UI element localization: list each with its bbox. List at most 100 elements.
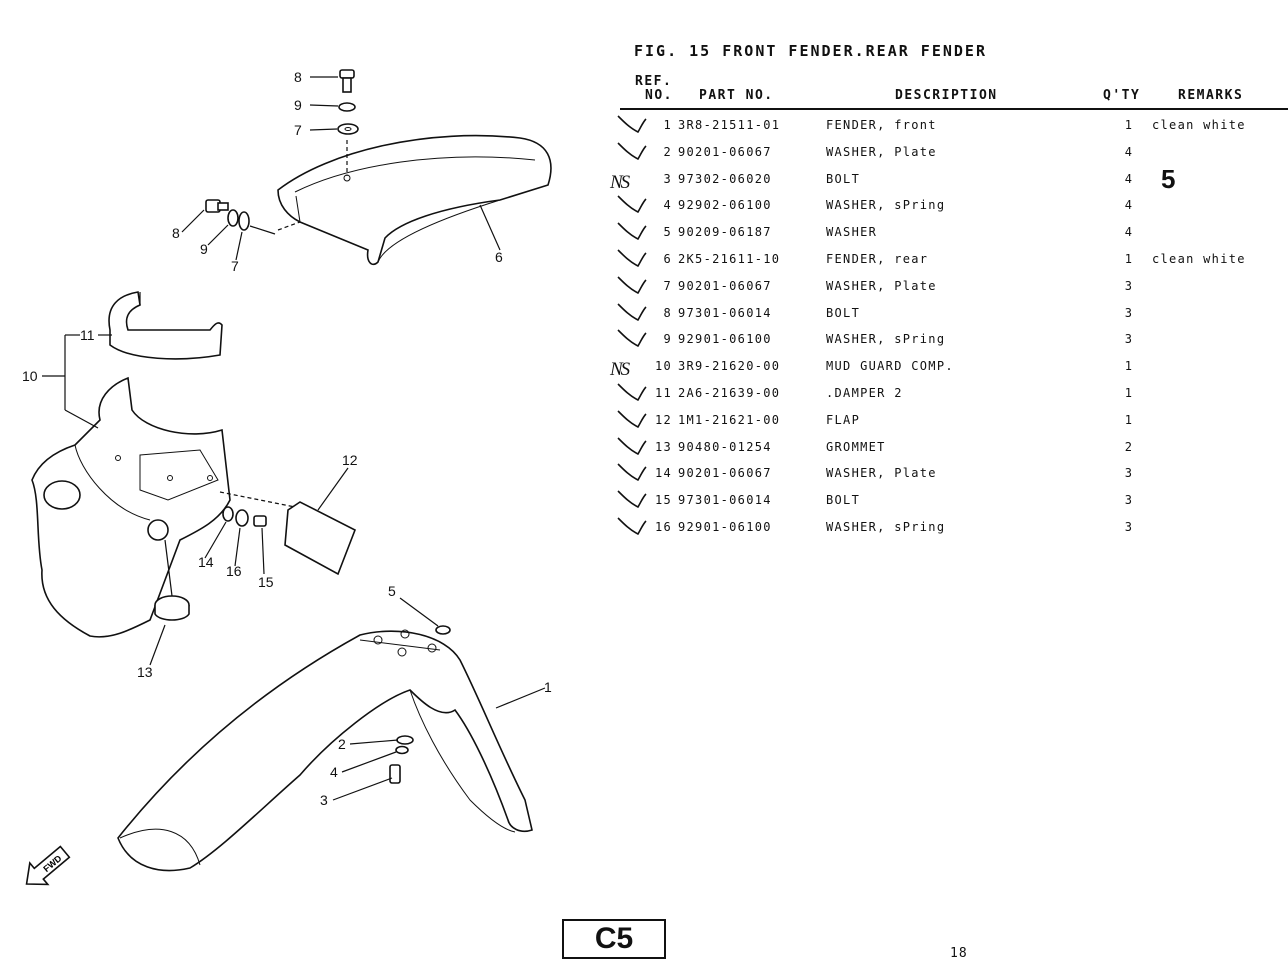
check-tick-icon [617, 249, 647, 268]
part-description: BOLT [826, 305, 861, 320]
ref-number: 10 [654, 359, 672, 374]
check-tick-icon [617, 437, 647, 455]
check-tick-icon [617, 329, 647, 348]
part-number: 1M1-21621-00 [678, 412, 781, 427]
ref-number: 12 [654, 412, 672, 427]
part-description: WASHER [826, 225, 878, 240]
page-number: 18 [950, 946, 968, 961]
ref-number: 13 [654, 439, 672, 454]
part-description: WASHER, Plate [826, 144, 937, 159]
side-fastener-stack [205, 199, 301, 235]
check-tick-icon [617, 195, 647, 214]
ns-mark: NS [610, 171, 630, 193]
check-tick-icon [617, 115, 647, 134]
check-tick-icon [617, 410, 647, 428]
part-description: WASHER, sPring [826, 520, 946, 534]
part-description: MUD GUARD COMP. [826, 359, 954, 374]
ref-number: 9 [663, 332, 672, 347]
part-remarks: clean white [1152, 252, 1246, 266]
part-number: 92901-06100 [678, 520, 772, 534]
callout-10: 10 [22, 368, 38, 384]
part-description: WASHER, Plate [826, 466, 937, 481]
part-quantity: 3 [1124, 332, 1134, 347]
part-quantity: 3 [1124, 466, 1134, 481]
ref-number: 1 [663, 118, 672, 132]
part-description: FENDER, front [826, 118, 937, 132]
part-number: 92901-06100 [678, 332, 772, 347]
ref-number: 3 [663, 171, 672, 186]
ref-number: 8 [663, 305, 672, 320]
part-number: 3R8-21511-01 [678, 118, 781, 132]
ref-number: 15 [654, 493, 672, 508]
part-description: GROMMET [826, 439, 886, 454]
header-part-no: PART NO. [699, 88, 774, 103]
part-quantity: 3 [1124, 493, 1134, 508]
ref-number: 11 [654, 386, 672, 400]
header-rule [620, 108, 1288, 110]
part-quantity: 3 [1124, 520, 1134, 534]
section-code-box: C5 [562, 919, 666, 959]
callout-15: 15 [258, 574, 274, 590]
callout-9-side: 9 [200, 241, 208, 257]
part-quantity: 4 [1124, 225, 1134, 240]
callout-5: 5 [388, 583, 396, 599]
callout-13: 13 [137, 664, 153, 680]
callout-8-side: 8 [172, 225, 180, 241]
part-quantity: 1 [1124, 359, 1134, 374]
part-description: WASHER, sPring [826, 332, 946, 347]
front-fender-fasteners [389, 625, 451, 784]
part-quantity: 4 [1124, 171, 1134, 186]
part-description: WASHER, sPring [826, 198, 946, 213]
front-fender-drawing [117, 629, 533, 872]
part-remarks: clean white [1152, 118, 1246, 132]
part-description: .DAMPER 2 [826, 386, 903, 400]
callout-3: 3 [320, 792, 328, 808]
part-quantity: 1 [1124, 386, 1134, 400]
part-number: 90480-01254 [678, 439, 772, 454]
ref-number: 16 [654, 520, 672, 534]
part-number: 90201-06067 [678, 278, 772, 293]
part-quantity: 3 [1124, 278, 1134, 293]
callout-4: 4 [330, 764, 338, 780]
ref-number: 4 [663, 198, 672, 213]
check-tick-icon [617, 463, 647, 482]
callout-1: 1 [544, 679, 552, 695]
check-tick-icon [617, 383, 647, 402]
part-quantity: 1 [1124, 412, 1134, 427]
part-number: 90201-06067 [678, 466, 772, 481]
ref-number: 14 [654, 466, 672, 481]
callout-14: 14 [198, 554, 214, 570]
leader-lines [42, 76, 546, 801]
ref-number: 5 [663, 225, 672, 240]
part-number: 90201-06067 [678, 144, 772, 159]
part-number: 90209-06187 [678, 225, 772, 240]
check-tick-icon [617, 142, 647, 160]
part-quantity: 4 [1124, 198, 1134, 213]
part-number: 97301-06014 [678, 493, 772, 508]
callout-11: 11 [80, 327, 95, 343]
callout-12: 12 [342, 452, 358, 468]
callout-2: 2 [338, 736, 346, 752]
part-number: 3R9-21620-00 [678, 359, 781, 374]
callout-9-top: 9 [294, 97, 302, 113]
part-description: WASHER, Plate [826, 278, 937, 293]
callout-6: 6 [495, 249, 503, 265]
part-quantity: 1 [1124, 118, 1134, 132]
part-quantity: 3 [1124, 305, 1134, 320]
part-number: 2A6-21639-00 [678, 386, 781, 400]
ref-number: 2 [663, 144, 672, 159]
check-tick-icon [617, 303, 647, 321]
check-tick-icon [617, 276, 647, 294]
part-quantity: 4 [1124, 144, 1134, 159]
figure-title: FIG. 15 FRONT FENDER.REAR FENDER [634, 42, 987, 60]
forward-arrow-icon: FWD [25, 845, 71, 886]
part-quantity: 1 [1124, 252, 1134, 266]
part-description: BOLT [826, 493, 861, 508]
part-description: FLAP [826, 412, 861, 427]
callout-7-top: 7 [294, 122, 302, 138]
ns-mark: NS [610, 359, 630, 381]
part-number: 97302-06020 [678, 171, 772, 186]
part-description: BOLT [826, 171, 861, 186]
top-fastener-stack [337, 69, 359, 176]
handwritten-note: 5 [1161, 164, 1176, 194]
